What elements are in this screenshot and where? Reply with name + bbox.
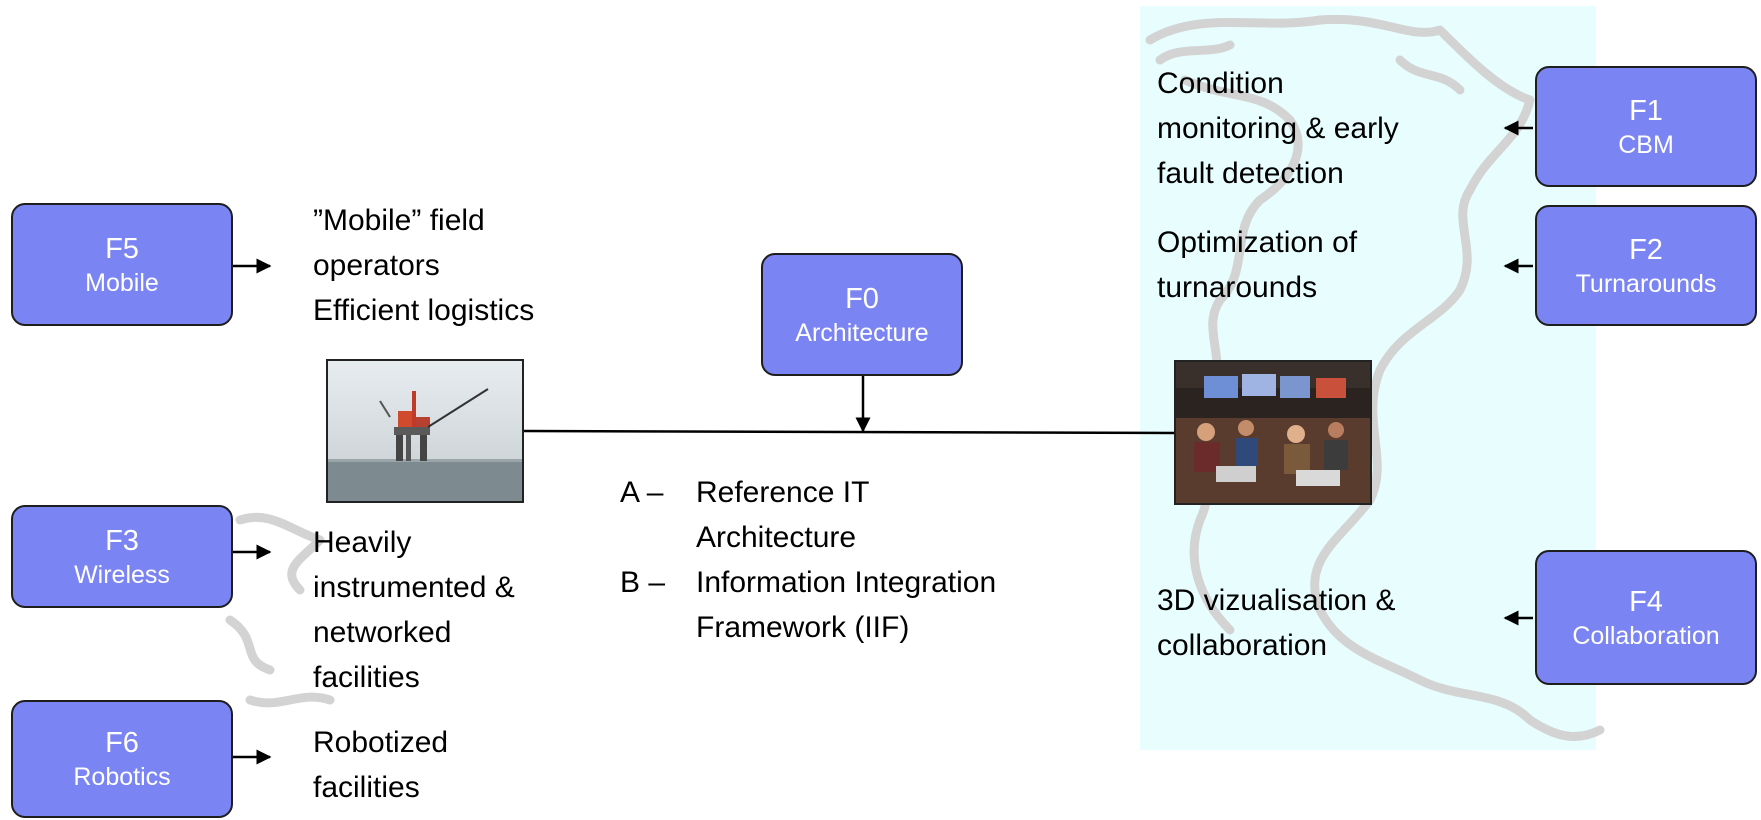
f4-name: Collaboration — [1572, 621, 1720, 650]
f6-robotics-box: F6 Robotics — [11, 700, 233, 818]
f3-code: F3 — [105, 524, 139, 557]
f1-text-line-3: fault detection — [1157, 157, 1344, 190]
architecture-list: A – Reference IT Architecture B – Inform… — [620, 470, 996, 650]
f3-wireless-box: F3 Wireless — [11, 505, 233, 608]
architecture-item-a: A – Reference IT Architecture — [620, 470, 996, 560]
f4-code: F4 — [1629, 585, 1663, 618]
main-connector-line — [523, 429, 1177, 435]
f1-cbm-box: F1 CBM — [1535, 66, 1757, 187]
f3-text-line-1: Heavily — [313, 526, 412, 559]
f1-description: Condition monitoring & early fault detec… — [1157, 61, 1399, 196]
f1-text-line-2: monitoring & early — [1157, 112, 1399, 145]
architecture-a-line-2: Architecture — [696, 521, 857, 554]
coastline-top — [1155, 40, 1465, 95]
f2-turnarounds-box: F2 Turnarounds — [1535, 205, 1757, 326]
f3-text-line-3: networked — [313, 616, 452, 649]
f4-text-line-2: collaboration — [1157, 629, 1328, 662]
f6-text-line-2: facilities — [313, 771, 420, 804]
f3-description: Heavily instrumented & networked facilit… — [313, 520, 515, 700]
f2-code: F2 — [1629, 233, 1663, 266]
architecture-marker-a: A – — [620, 476, 664, 509]
coastline-outline — [1145, 14, 1605, 742]
f4-text-line-1: 3D vizualisation & — [1157, 584, 1396, 617]
collaboration-room-photo — [1174, 360, 1372, 505]
f6-text-line-1: Robotized — [313, 726, 449, 759]
f3-text-line-2: instrumented & — [313, 571, 515, 604]
f1-code: F1 — [1629, 94, 1663, 127]
f6-name: Robotics — [73, 763, 171, 791]
f3-name: Wireless — [74, 560, 170, 589]
f5-name: Mobile — [85, 268, 159, 297]
architecture-b-line-1: Information Integration — [696, 566, 997, 599]
f2-text-line-2: turnarounds — [1157, 271, 1318, 304]
coastline-left — [225, 512, 335, 708]
f4-description: 3D vizualisation & collaboration — [1157, 578, 1395, 668]
f1-name: CBM — [1618, 130, 1674, 159]
architecture-item-b: B – Information Integration Framework (I… — [620, 560, 996, 650]
f3-text-line-4: facilities — [313, 661, 420, 694]
f5-text-line-1: ”Mobile” field — [313, 204, 485, 237]
f2-text-line-1: Optimization of — [1157, 226, 1358, 259]
f6-description: Robotized facilities — [313, 720, 448, 810]
f2-name: Turnarounds — [1575, 269, 1717, 298]
f1-text-line-1: Condition — [1157, 67, 1284, 100]
f5-code: F5 — [105, 232, 139, 265]
f5-text-line-2: operators — [313, 249, 440, 282]
architecture-b-line-2: Framework (IIF) — [696, 611, 910, 644]
architecture-a-line-1: Reference IT — [696, 476, 870, 509]
f4-collaboration-box: F4 Collaboration — [1535, 550, 1757, 685]
f0-architecture-box: F0 Architecture — [761, 253, 963, 376]
oil-platform-photo — [326, 359, 524, 503]
f0-code: F0 — [845, 282, 879, 315]
coastline-inner — [1180, 75, 1303, 635]
f2-description: Optimization of turnarounds — [1157, 220, 1357, 310]
f0-name: Architecture — [795, 318, 929, 347]
f6-code: F6 — [105, 727, 139, 759]
f5-description: ”Mobile” field operators Efficient logis… — [313, 198, 534, 333]
f5-text-line-3: Efficient logistics — [313, 294, 535, 327]
architecture-marker-b: B – — [620, 566, 666, 599]
f5-mobile-box: F5 Mobile — [11, 203, 233, 326]
